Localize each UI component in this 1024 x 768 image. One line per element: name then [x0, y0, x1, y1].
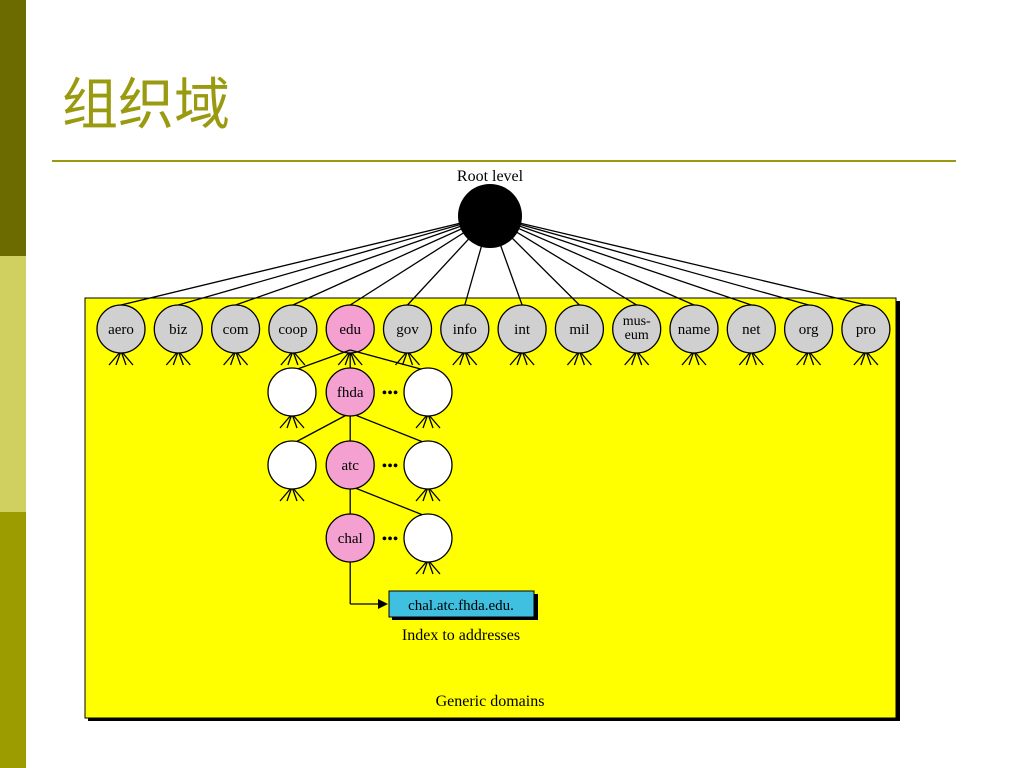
- tld-label: com: [223, 322, 249, 338]
- index-box: [388, 590, 535, 618]
- unnamed-node: [403, 367, 453, 417]
- tld-node-gov: [382, 304, 433, 354]
- ellipsis: •••: [382, 385, 399, 402]
- slide-title: 组织域: [62, 73, 230, 138]
- branch-link: [350, 349, 429, 372]
- branch-link: [349, 485, 429, 518]
- tld-node-org: [783, 304, 834, 354]
- path-node-fhda: [325, 367, 375, 417]
- title-divider: [52, 160, 956, 162]
- branch-link: [291, 349, 351, 372]
- tld-label: gov: [396, 322, 419, 338]
- tld-label: org: [799, 322, 819, 338]
- tld-node-name: [669, 304, 719, 354]
- root-link: [489, 215, 752, 306]
- unnamed-node: [267, 440, 317, 490]
- branch-link: [349, 412, 429, 445]
- path-node-label: atc: [341, 458, 359, 474]
- tld-label: aero: [108, 322, 134, 338]
- tld-label: biz: [169, 322, 188, 338]
- index-box-label: chal.atc.fhda.edu.: [408, 598, 514, 614]
- root-node: [458, 184, 522, 248]
- root-level-label: Root level: [457, 168, 524, 185]
- root-link: [489, 215, 809, 306]
- tld-label: net: [742, 322, 761, 338]
- unnamed-node: [267, 367, 317, 417]
- tld-node-int: [497, 304, 547, 354]
- tld-node-info: [440, 304, 490, 354]
- generic-domains-panel: [84, 297, 897, 719]
- generic-domains-label: Generic domains: [436, 693, 545, 710]
- ellipsis: •••: [382, 458, 399, 475]
- index-caption: Index to addresses: [402, 627, 520, 644]
- root-link: [489, 215, 867, 306]
- tld-node-mil: [554, 304, 605, 354]
- accent-bar-top: [0, 0, 26, 256]
- root-link: [235, 215, 491, 306]
- tld-node-aero: [96, 304, 146, 354]
- path-node-label: fhda: [337, 385, 364, 401]
- accent-bar-middle: [0, 256, 26, 512]
- ellipsis: •••: [382, 531, 399, 548]
- tld-node-biz: [153, 304, 203, 354]
- tld-node-pro: [841, 304, 891, 354]
- unnamed-node: [403, 513, 453, 563]
- unnamed-node: [403, 440, 453, 490]
- tld-node-museum: [612, 304, 662, 354]
- tld-label: info: [453, 322, 477, 338]
- tld-node-com: [210, 304, 261, 354]
- tld-node-net: [726, 304, 776, 354]
- accent-bar-bottom: [0, 512, 26, 768]
- tld-label: int: [514, 322, 531, 338]
- tld-label: name: [678, 322, 711, 338]
- root-link: [292, 215, 491, 306]
- tld-label: pro: [856, 322, 876, 338]
- tld-node-coop: [268, 304, 318, 354]
- root-link: [178, 215, 491, 306]
- root-link: [489, 215, 695, 306]
- tld-label: mil: [569, 322, 589, 338]
- tld-label: edu: [339, 322, 361, 338]
- path-node-atc: [325, 440, 375, 490]
- root-link: [120, 215, 491, 306]
- path-node-label: chal: [338, 531, 363, 547]
- branch-link: [291, 412, 351, 445]
- arrow-head: [378, 599, 388, 609]
- tld-label: coop: [278, 322, 307, 338]
- tld-label: mus-eum: [623, 314, 651, 343]
